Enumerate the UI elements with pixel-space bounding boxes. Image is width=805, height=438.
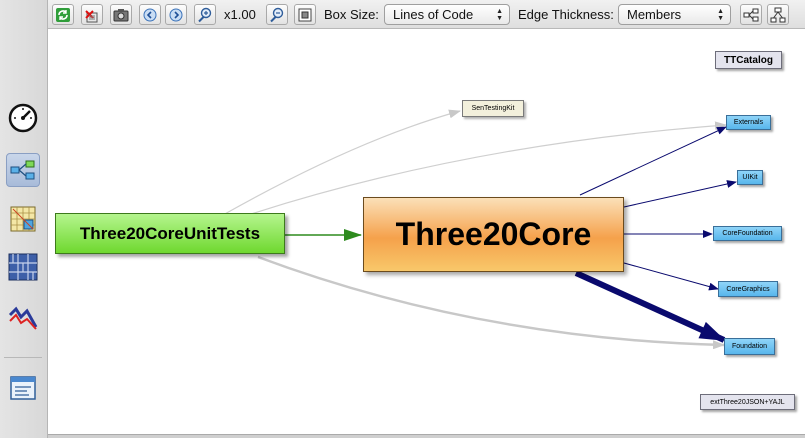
screenshot-icon[interactable] bbox=[110, 4, 132, 25]
query-window-icon[interactable] bbox=[6, 371, 40, 405]
treemap-icon[interactable] bbox=[6, 250, 40, 284]
sidebar-divider bbox=[4, 357, 42, 358]
status-bar bbox=[48, 434, 805, 438]
edge-unittests-foundation bbox=[257, 255, 725, 350]
edge-unittests-sentestingkit bbox=[222, 109, 461, 216]
node-coregraphics[interactable]: CoreGraphics bbox=[718, 281, 778, 297]
zoom-out-icon[interactable] bbox=[266, 4, 288, 25]
dependency-graph-icon[interactable] bbox=[6, 153, 40, 187]
zoom-in-icon[interactable] bbox=[194, 4, 216, 25]
layout-vertical-icon[interactable] bbox=[767, 4, 789, 25]
select-arrows-icon: ▲▼ bbox=[496, 8, 503, 22]
fit-to-window-icon[interactable] bbox=[294, 4, 316, 25]
box-size-select[interactable]: Lines of Code ▲▼ bbox=[384, 4, 510, 25]
node-three20core[interactable]: Three20Core bbox=[363, 197, 624, 272]
node-three20coreunittests[interactable]: Three20CoreUnitTests bbox=[55, 213, 285, 254]
dependency-graph-canvas[interactable]: TTCatalog SenTestingKit Externals UIKit … bbox=[48, 29, 805, 434]
toolbar: x1.00 Box Size: Lines of Code ▲▼ Edge Th… bbox=[48, 0, 805, 29]
edge-thickness-label: Edge Thickness: bbox=[518, 7, 614, 22]
node-ttcatalog[interactable]: TTCatalog bbox=[715, 51, 782, 69]
zoom-level-label: x1.00 bbox=[224, 7, 256, 22]
layout-horizontal-icon[interactable] bbox=[740, 4, 762, 25]
dependency-matrix-icon[interactable] bbox=[6, 202, 40, 236]
node-corefoundation[interactable]: CoreFoundation bbox=[713, 226, 782, 241]
refresh-icon[interactable] bbox=[52, 4, 74, 25]
edge-thickness-value: Members bbox=[627, 7, 682, 22]
graph-edges bbox=[222, 109, 737, 350]
delete-icon[interactable] bbox=[81, 4, 103, 25]
view-sidebar bbox=[0, 0, 48, 438]
node-externals[interactable]: Externals bbox=[726, 115, 771, 130]
metrics-gauge-icon[interactable] bbox=[6, 101, 40, 135]
node-sentestingkit[interactable]: SenTestingKit bbox=[462, 100, 524, 117]
trend-chart-icon[interactable] bbox=[6, 300, 40, 334]
edge-core-uikit bbox=[623, 180, 737, 208]
node-foundation[interactable]: Foundation bbox=[724, 338, 775, 355]
back-icon[interactable] bbox=[139, 4, 161, 25]
node-extthree20json[interactable]: extThree20JSON+YAJL bbox=[700, 394, 795, 410]
node-uikit[interactable]: UIKit bbox=[737, 170, 763, 185]
box-size-value: Lines of Code bbox=[393, 7, 474, 22]
edge-core-externals bbox=[579, 126, 727, 196]
edge-thickness-select[interactable]: Members ▲▼ bbox=[618, 4, 731, 25]
box-size-label: Box Size: bbox=[324, 7, 379, 22]
forward-icon[interactable] bbox=[165, 4, 187, 25]
edge-core-foundation bbox=[574, 270, 726, 343]
edge-unittests-externals bbox=[247, 121, 727, 216]
select-arrows-icon: ▲▼ bbox=[717, 8, 724, 22]
edge-core-coregraphics bbox=[623, 262, 719, 291]
